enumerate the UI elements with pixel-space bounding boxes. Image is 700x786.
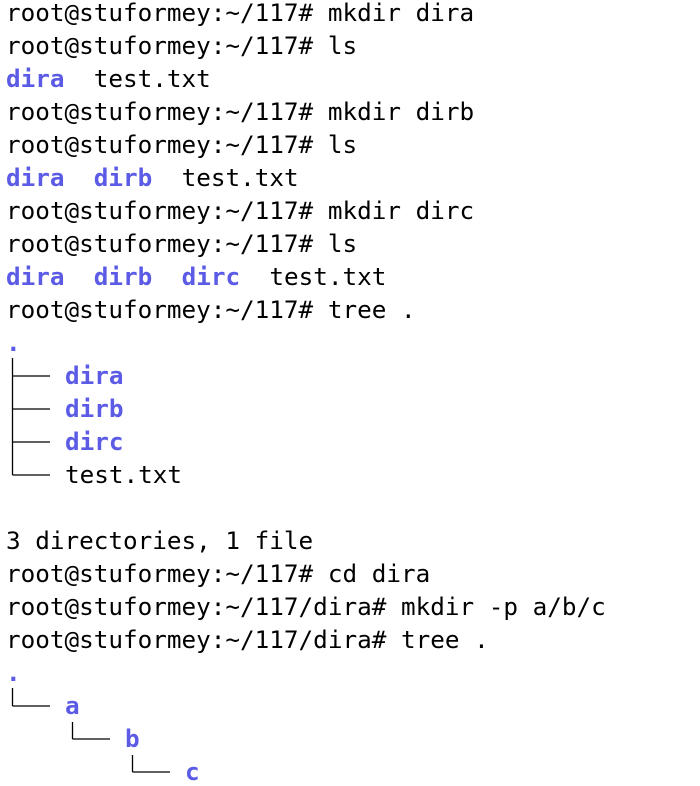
command: cd dira [327, 559, 431, 588]
prompt: root@stuformey:~/117# [6, 0, 314, 27]
command: mkdir dirc [327, 196, 475, 225]
directory-entry: c [185, 757, 200, 786]
tree-entry: dirb [65, 396, 124, 429]
directory-entry: dirb [93, 163, 153, 192]
tree-root-line: . [6, 660, 21, 693]
tree-summary: 3 directories, 1 file [6, 526, 314, 555]
directory-entry: dirb [93, 262, 153, 291]
directory-entry: b [125, 724, 140, 753]
tree-entry: c [185, 759, 200, 785]
prompt: root@stuformey:~/117# [6, 559, 314, 588]
command: ls [327, 229, 358, 258]
command: tree . [327, 295, 416, 324]
tree-root: . [6, 658, 21, 687]
terminal-line: root@stuformey:~/117# cd dira [6, 561, 430, 594]
prompt: root@stuformey:~/117# [6, 97, 314, 126]
ls-output: dira dirb dirc test.txt [6, 264, 386, 297]
prompt: root@stuformey:~/117# [6, 130, 314, 159]
terminal-line: root@stuformey:~/117# ls [6, 33, 357, 66]
tree-root-line: . [6, 330, 21, 363]
directory-entry: dirc [65, 427, 124, 456]
prompt: root@stuformey:~/117/dira# [6, 625, 387, 654]
prompt: root@stuformey:~/117# [6, 295, 314, 324]
directory-entry: dira [6, 262, 65, 291]
terminal-line: root@stuformey:~/117# ls [6, 231, 357, 264]
prompt: root@stuformey:~/117# [6, 31, 314, 60]
terminal-line: root@stuformey:~/117# mkdir dira [6, 0, 474, 33]
command: mkdir dirb [327, 97, 475, 126]
terminal-line: root@stuformey:~/117# tree . [6, 297, 416, 330]
command: ls [327, 130, 358, 159]
prompt: root@stuformey:~/117# [6, 229, 314, 258]
terminal-line: root@stuformey:~/117/dira# tree . [6, 627, 489, 660]
tree-entry: test.txt [65, 462, 182, 495]
directory-entry: dira [65, 361, 124, 390]
terminal-line: root@stuformey:~/117/dira# mkdir -p a/b/… [6, 594, 606, 627]
command: ls [327, 31, 358, 60]
directory-entry: dira [6, 163, 65, 192]
tree-entry: b [125, 726, 140, 759]
directory-entry: dirc [181, 262, 241, 291]
tree-entry: dirc [65, 429, 124, 462]
directory-entry: dirb [65, 394, 124, 423]
command: tree . [400, 625, 489, 654]
terminal-line: root@stuformey:~/117# mkdir dirc [6, 198, 474, 231]
ls-output: dira dirb test.txt [6, 165, 299, 198]
command: mkdir -p a/b/c [400, 592, 606, 621]
file-entry: test.txt [181, 163, 299, 192]
tree-entry: dira [65, 363, 124, 396]
file-entry: test.txt [65, 460, 183, 489]
tree-root: . [6, 328, 21, 357]
terminal-line: root@stuformey:~/117# ls [6, 132, 357, 165]
terminal-line: root@stuformey:~/117# mkdir dirb [6, 99, 474, 132]
file-entry: test.txt [269, 262, 387, 291]
prompt: root@stuformey:~/117/dira# [6, 592, 387, 621]
tree-entry: a [65, 693, 80, 726]
directory-entry: dira [6, 64, 65, 93]
prompt: root@stuformey:~/117# [6, 196, 314, 225]
file-entry: test.txt [93, 64, 211, 93]
ls-output: dira test.txt [6, 66, 211, 99]
command: mkdir dira [327, 0, 475, 27]
directory-entry: a [65, 691, 80, 720]
